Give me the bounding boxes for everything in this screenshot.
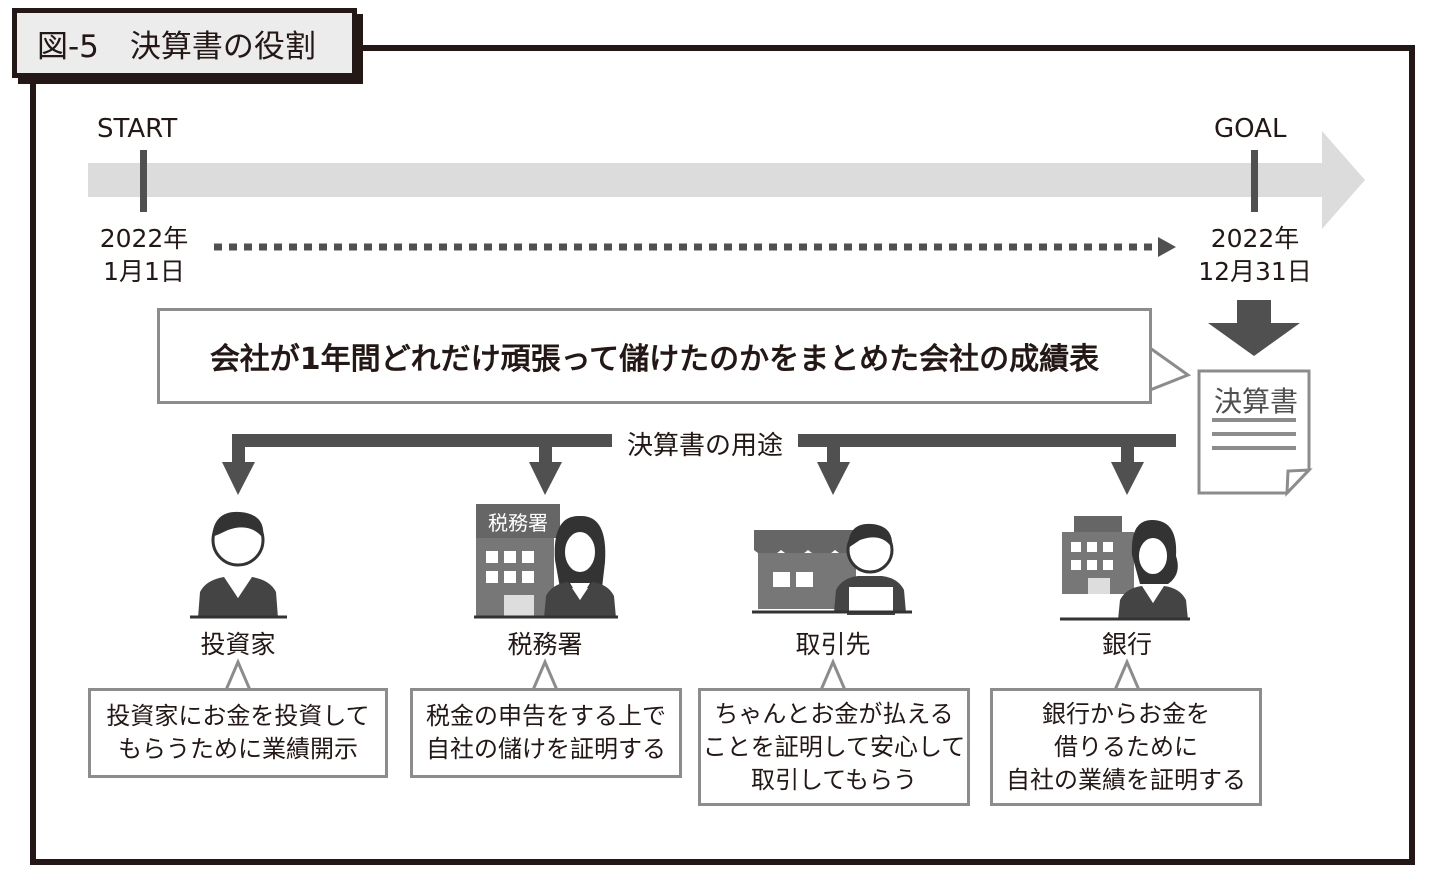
start-tick — [140, 150, 147, 212]
tax-office-icon — [474, 504, 618, 619]
end-date-year: 2022年 — [1210, 224, 1300, 253]
desc-pointer-business-partner — [818, 658, 848, 692]
desc-line: 自社の儲けを証明する — [426, 735, 666, 763]
summary-box: 会社が1年間どれだけ頑張って儲けたのかをまとめた会社の成績表 — [157, 308, 1152, 404]
timeline-arrow — [88, 131, 1365, 229]
use-arrow-tax-office — [529, 434, 562, 495]
end-date: 2022年 12月31日 — [1190, 222, 1320, 288]
duration-arrowhead — [1158, 237, 1176, 257]
business-partner-icon — [752, 523, 912, 615]
document-label: 決算書 — [1213, 385, 1298, 418]
desc-box-bank: 銀行からお金を 借りるために 自社の業績を証明する — [990, 688, 1262, 806]
entity-label-tax-office: 税務署 — [507, 630, 583, 659]
summary-text: 会社が1年間どれだけ頑張って儲けたのかをまとめた会社の成績表 — [209, 342, 1100, 377]
desc-line: 借りるために — [1054, 732, 1198, 761]
down-arrow — [1208, 300, 1300, 356]
desc-box-tax-office: 税金の申告をする上で 自社の儲けを証明する — [410, 688, 682, 778]
desc-line: ことを証明して安心して — [702, 732, 966, 761]
figure-title-box: 図-5 決算書の役割 — [12, 8, 357, 78]
desc-line: ちゃんとお金が払える — [714, 699, 954, 728]
desc-line: 自社の業績を証明する — [1006, 765, 1246, 794]
desc-box-investor: 投資家にお金を投資して もらうために業績開示 — [88, 688, 388, 778]
bank-icon — [1060, 516, 1190, 621]
goal-tick — [1251, 150, 1258, 212]
desc-pointer-bank — [1112, 658, 1142, 692]
start-label: START — [97, 114, 178, 144]
figure-frame — [30, 45, 1415, 865]
start-date-year: 2022年 — [99, 224, 189, 253]
use-arrow-investor — [222, 434, 255, 495]
uses-label: 決算書の用途 — [612, 425, 798, 462]
start-date-day: 1月1日 — [103, 257, 185, 286]
desc-line: 銀行からお金を — [1042, 699, 1210, 728]
document-icon — [1197, 369, 1313, 497]
desc-box-business-partner: ちゃんとお金が払える ことを証明して安心して 取引してもらう — [698, 688, 970, 806]
desc-pointer-investor — [223, 658, 253, 692]
desc-line: 税金の申告をする上で — [426, 702, 666, 730]
use-arrow-business-partner — [817, 434, 850, 495]
end-date-day: 12月31日 — [1198, 257, 1312, 286]
desc-line: 投資家にお金を投資して — [106, 702, 370, 730]
figure-title: 図-5 決算書の役割 — [37, 28, 316, 65]
desc-pointer-tax-office — [530, 658, 560, 692]
investor-icon — [190, 511, 287, 619]
entity-label-investor: 投資家 — [200, 630, 276, 659]
tax-office-sign-text: 税務署 — [488, 511, 548, 535]
use-arrow-bank — [1111, 434, 1144, 495]
summary-bubble-tail — [1148, 345, 1192, 393]
desc-line: もらうために業績開示 — [118, 735, 358, 763]
entity-label-business-partner: 取引先 — [795, 630, 871, 659]
start-date: 2022年 1月1日 — [83, 222, 205, 288]
goal-label: GOAL — [1214, 114, 1287, 144]
entity-label-bank: 銀行 — [1101, 630, 1152, 659]
desc-line: 取引してもらう — [750, 765, 918, 794]
